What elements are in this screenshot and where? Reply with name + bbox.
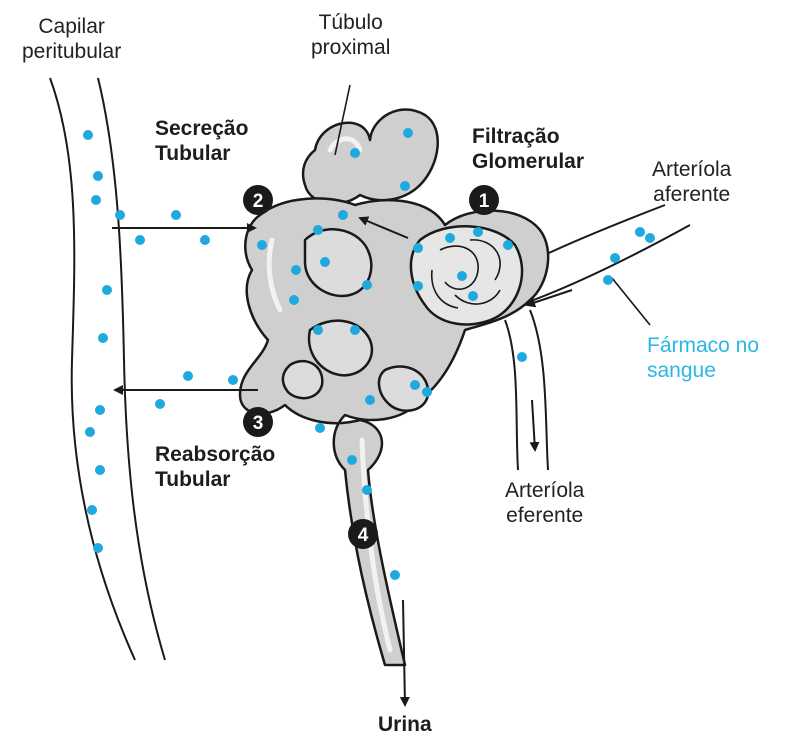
drug-dot	[610, 253, 620, 263]
drug-dot	[183, 371, 193, 381]
drug-dot	[93, 543, 103, 553]
step-number-3: 3	[253, 413, 264, 434]
urine-arrow	[403, 600, 405, 705]
label-filtration: Filtração Glomerular	[472, 124, 584, 174]
drug-pointer-line	[612, 278, 650, 325]
step-badge-3: 3	[243, 407, 273, 437]
drug-dot	[413, 281, 423, 291]
drug-dot	[313, 225, 323, 235]
label-urine: Urina	[378, 712, 432, 737]
drug-dot	[422, 387, 432, 397]
drug-dot	[403, 128, 413, 138]
step-number-4: 4	[358, 525, 369, 546]
drug-dot	[171, 210, 181, 220]
drug-dot	[155, 399, 165, 409]
efferent-arteriole	[505, 310, 548, 470]
step-number-1: 1	[479, 191, 490, 212]
label-proximal-tubule: Túbulo proximal	[311, 10, 390, 60]
drug-dot	[289, 295, 299, 305]
drug-dot	[445, 233, 455, 243]
drug-dot	[315, 423, 325, 433]
drug-dot	[603, 275, 613, 285]
drug-dot	[338, 210, 348, 220]
drug-dot	[257, 240, 267, 250]
drug-dot	[95, 465, 105, 475]
step-badge-1: 1	[469, 185, 499, 215]
label-capillary-text: Capilar peritubular	[22, 14, 121, 64]
label-reabsorption-text: Reabsorção Tubular	[155, 442, 275, 492]
drug-dot	[457, 271, 467, 281]
label-urine-text: Urina	[378, 712, 432, 737]
drug-dot	[320, 257, 330, 267]
label-drug-in-blood: Fármaco no sangue	[647, 333, 759, 383]
drug-dot	[85, 427, 95, 437]
drug-dot	[365, 395, 375, 405]
label-secretion-text: Secreção Tubular	[155, 116, 248, 166]
step-number-2: 2	[253, 191, 264, 212]
drug-dot	[228, 375, 238, 385]
drug-dot	[413, 243, 423, 253]
label-proximal-tubule-text: Túbulo proximal	[311, 10, 390, 60]
label-filtration-text: Filtração Glomerular	[472, 124, 584, 174]
drug-dot	[635, 227, 645, 237]
drug-dot	[645, 233, 655, 243]
drug-dot	[473, 227, 483, 237]
drug-dot	[291, 265, 301, 275]
drug-dot	[517, 352, 527, 362]
label-efferent-arteriole: Arteríola eferente	[505, 478, 584, 528]
efferent-flow-arrow	[532, 400, 535, 450]
label-reabsorption: Reabsorção Tubular	[155, 442, 275, 492]
label-capillary: Capilar peritubular	[22, 14, 121, 64]
drug-dot	[115, 210, 125, 220]
drug-dot	[91, 195, 101, 205]
step-badge-4: 4	[348, 519, 378, 549]
drug-dot	[95, 405, 105, 415]
drug-dot	[410, 380, 420, 390]
drug-dot	[93, 171, 103, 181]
drug-dot	[313, 325, 323, 335]
drug-dot	[400, 181, 410, 191]
drug-dot	[362, 280, 372, 290]
peritubular-capillary	[50, 78, 165, 660]
nephron-tubule	[240, 109, 548, 665]
drug-dot	[362, 485, 372, 495]
drug-dot	[350, 325, 360, 335]
label-afferent-arteriole-text: Arteríola aferente	[652, 157, 731, 207]
step-badge-2: 2	[243, 185, 273, 215]
drug-dot	[98, 333, 108, 343]
drug-dot	[468, 291, 478, 301]
drug-dot	[503, 240, 513, 250]
drug-dot	[83, 130, 93, 140]
label-efferent-arteriole-text: Arteríola eferente	[505, 478, 584, 528]
label-secretion: Secreção Tubular	[155, 116, 248, 166]
drug-dot	[347, 455, 357, 465]
drug-dot	[135, 235, 145, 245]
drug-dot	[102, 285, 112, 295]
drug-dot	[87, 505, 97, 515]
drug-dot	[200, 235, 210, 245]
label-afferent-arteriole: Arteríola aferente	[652, 157, 731, 207]
label-drug-in-blood-text: Fármaco no sangue	[647, 333, 759, 383]
drug-dot	[350, 148, 360, 158]
drug-dot	[390, 570, 400, 580]
